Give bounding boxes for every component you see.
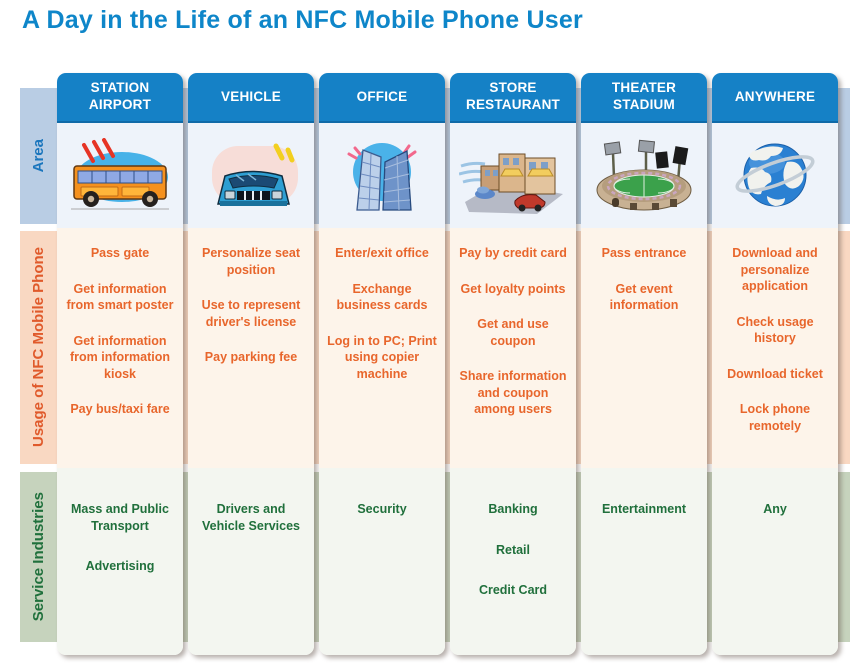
column-store-restaurant: STORE RESTAURANT (450, 73, 576, 655)
service-item: Mass and Public Transport (71, 502, 169, 533)
office-buildings-icon (347, 142, 417, 211)
columns-container: STATION AIRPORT Pas (57, 73, 838, 655)
area-cell-anywhere (712, 123, 838, 228)
column-office: OFFICE Enter/exit office Exchange busine… (319, 73, 445, 655)
usage-row-label-wrap: Usage of NFC Mobile Phone (20, 231, 57, 464)
usage-item: Use to represent driver's license (201, 298, 301, 329)
service-cell-anywhere: Any (712, 468, 838, 655)
service-cell-theater-stadium: Entertainment (581, 468, 707, 655)
usage-item: Pass gate (90, 246, 150, 260)
usage-cell-station-airport: Pass gate Get information from smart pos… (57, 228, 183, 468)
usage-cell-anywhere: Download and personalize application Che… (712, 228, 838, 468)
service-item: Retail (495, 542, 531, 557)
usage-item: Pay bus/taxi fare (70, 402, 170, 416)
usage-item: Pay parking fee (204, 350, 298, 364)
area-cell-store-restaurant (450, 123, 576, 228)
area-row-label-wrap: Area (20, 88, 57, 224)
service-item: Security (357, 502, 407, 516)
service-item: Any (763, 502, 787, 516)
usage-item: Get information from information kiosk (70, 333, 170, 381)
service-cell-vehicle: Drivers and Vehicle Services (188, 468, 314, 655)
column-header-station-airport: STATION AIRPORT (57, 73, 183, 123)
usage-item: Download and personalize application (732, 246, 818, 293)
usage-item: Get and use coupon (477, 317, 549, 348)
area-cell-station-airport (57, 123, 183, 228)
service-item: Entertainment (601, 502, 687, 516)
usage-item: Pass entrance (601, 246, 687, 260)
usage-item: Personalize seat position (202, 246, 300, 277)
usage-item: Download ticket (727, 366, 823, 381)
service-cell-office: Security (319, 468, 445, 655)
service-row-label: Service Industries (30, 492, 47, 622)
usage-cell-office: Enter/exit office Exchange business card… (319, 228, 445, 468)
car-icon (212, 143, 298, 206)
usage-item: Check usage history (736, 314, 814, 346)
usage-cell-store-restaurant: Pay by credit card Get loyalty points Ge… (450, 228, 576, 468)
area-cell-vehicle (188, 123, 314, 228)
usage-item: Share information and coupon among users (459, 369, 567, 416)
usage-row-label: Usage of NFC Mobile Phone (30, 247, 47, 448)
column-anywhere: ANYWHERE Download and personalize applic… (712, 73, 838, 655)
service-cell-station-airport: Mass and Public Transport Advertising (57, 468, 183, 655)
column-theater-stadium: THEATER STADIUM (581, 73, 707, 655)
globe-icon (735, 143, 815, 206)
column-header-vehicle: VEHICLE (188, 73, 314, 123)
usage-item: Log in to PC; Print using copier machine (327, 333, 437, 381)
service-cell-store-restaurant: Banking Retail Credit Card (450, 468, 576, 655)
usage-item: Pay by credit card (459, 246, 567, 260)
usage-cell-vehicle: Personalize seat position Use to represe… (188, 228, 314, 468)
service-item: Banking (488, 502, 538, 516)
usage-item: Get event information (609, 281, 679, 313)
page-title: A Day in the Life of an NFC Mobile Phone… (22, 6, 583, 34)
area-cell-theater-stadium (581, 123, 707, 228)
service-item: Credit Card (478, 583, 548, 597)
usage-item: Get information from smart poster (66, 281, 174, 313)
usage-cell-theater-stadium: Pass entrance Get event information (581, 228, 707, 468)
service-item: Drivers and Vehicle Services (202, 502, 300, 533)
store-icon (459, 153, 563, 214)
column-vehicle: VEHICLE Personalize (188, 73, 314, 655)
bus-icon (71, 137, 169, 209)
service-item: Advertising (85, 559, 155, 573)
column-header-anywhere: ANYWHERE (712, 73, 838, 123)
area-row-label: Area (30, 139, 47, 173)
column-header-office: OFFICE (319, 73, 445, 123)
usage-item: Lock phone remotely (739, 402, 811, 433)
column-header-store-restaurant: STORE RESTAURANT (450, 73, 576, 123)
area-cell-office (319, 123, 445, 228)
stadium-icon (596, 139, 692, 210)
column-station-airport: STATION AIRPORT Pas (57, 73, 183, 655)
usage-item: Enter/exit office (335, 246, 429, 260)
column-header-theater-stadium: THEATER STADIUM (581, 73, 707, 123)
service-row-label-wrap: Service Industries (20, 472, 57, 642)
usage-item: Get loyalty points (460, 281, 566, 296)
usage-item: Exchange business cards (336, 281, 428, 313)
